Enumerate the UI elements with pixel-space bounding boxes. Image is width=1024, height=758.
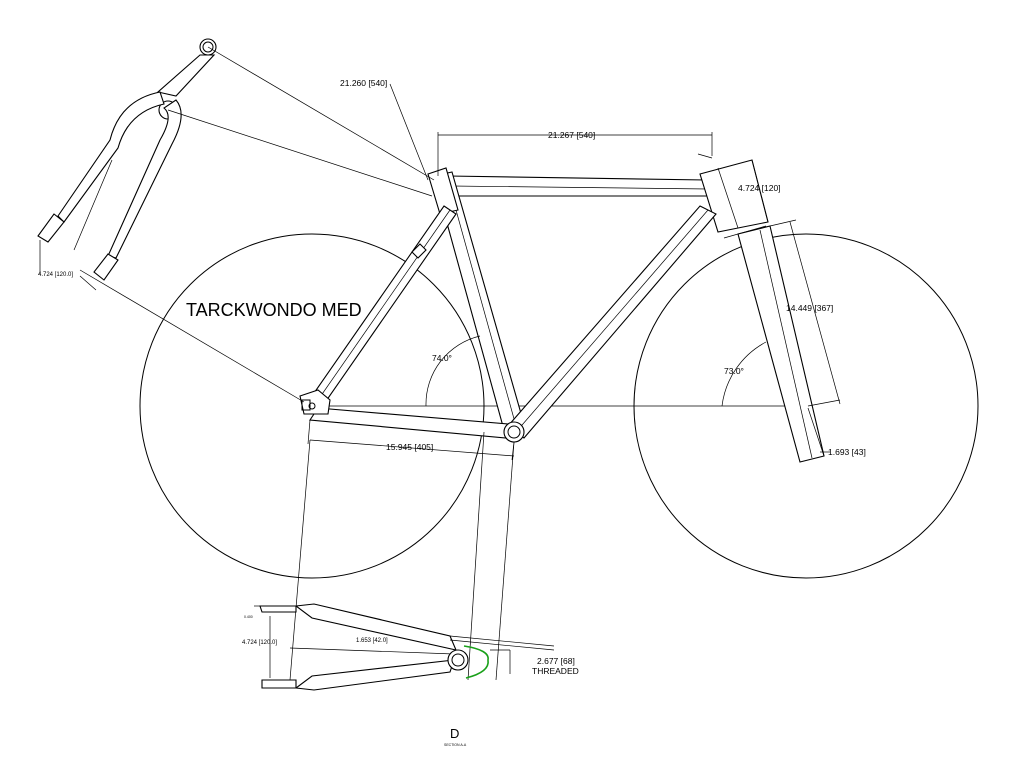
seat-tube-length-label: 21.260 [540] — [340, 78, 387, 88]
rear-spacing-top-label: 4.724 [120.0] — [38, 272, 73, 278]
top-tube-dimension — [437, 132, 713, 176]
top-tube — [447, 175, 715, 197]
sheet-letter: D — [450, 726, 459, 741]
chainstay-length-label: 15.945 [405] — [386, 442, 433, 452]
small-note-label: 0.400 — [244, 615, 253, 619]
fork-length-label: 14.449 [367] — [786, 303, 833, 313]
head-angle-label: 73.0° — [724, 366, 744, 376]
head-tube-dimension — [717, 159, 769, 229]
section-label: SECTION A-A — [444, 743, 467, 747]
chainline-label: 1.653 [42.0] — [356, 638, 388, 644]
down-tube — [507, 205, 717, 439]
seat-tube-dimension-line — [389, 83, 429, 181]
seat-angle-label: 74.0° — [432, 353, 452, 363]
drawing-title: TARCKWONDO MED — [186, 300, 362, 320]
top-tube-length-label: 21.267 [540] — [548, 130, 595, 140]
fork — [737, 225, 825, 463]
fork-top-view — [37, 38, 435, 403]
seat-angle-arc — [425, 335, 481, 407]
bottom-bracket — [503, 421, 525, 443]
fork-offset-label: 1.693 [43] — [828, 447, 866, 457]
bb-shell-type-label: THREADED — [532, 666, 579, 676]
rear-top-view — [254, 603, 555, 691]
projection-lines — [289, 431, 515, 681]
head-angle-arc — [721, 341, 767, 407]
seat-tube — [427, 167, 525, 431]
chain-stay — [309, 407, 509, 439]
fork-length-dimension — [769, 219, 841, 407]
bb-shell-width-label: 2.677 [68] — [537, 656, 575, 666]
fork-offset-dimension — [807, 407, 830, 457]
rear-spacing-bottom-label: 4.724 [120.0] — [242, 640, 277, 646]
rear-dropout — [299, 389, 331, 415]
bottom-bracket-inner — [507, 425, 521, 439]
head-tube-length-label: 4.724 [120] — [738, 183, 781, 193]
head-tube — [697, 153, 769, 239]
